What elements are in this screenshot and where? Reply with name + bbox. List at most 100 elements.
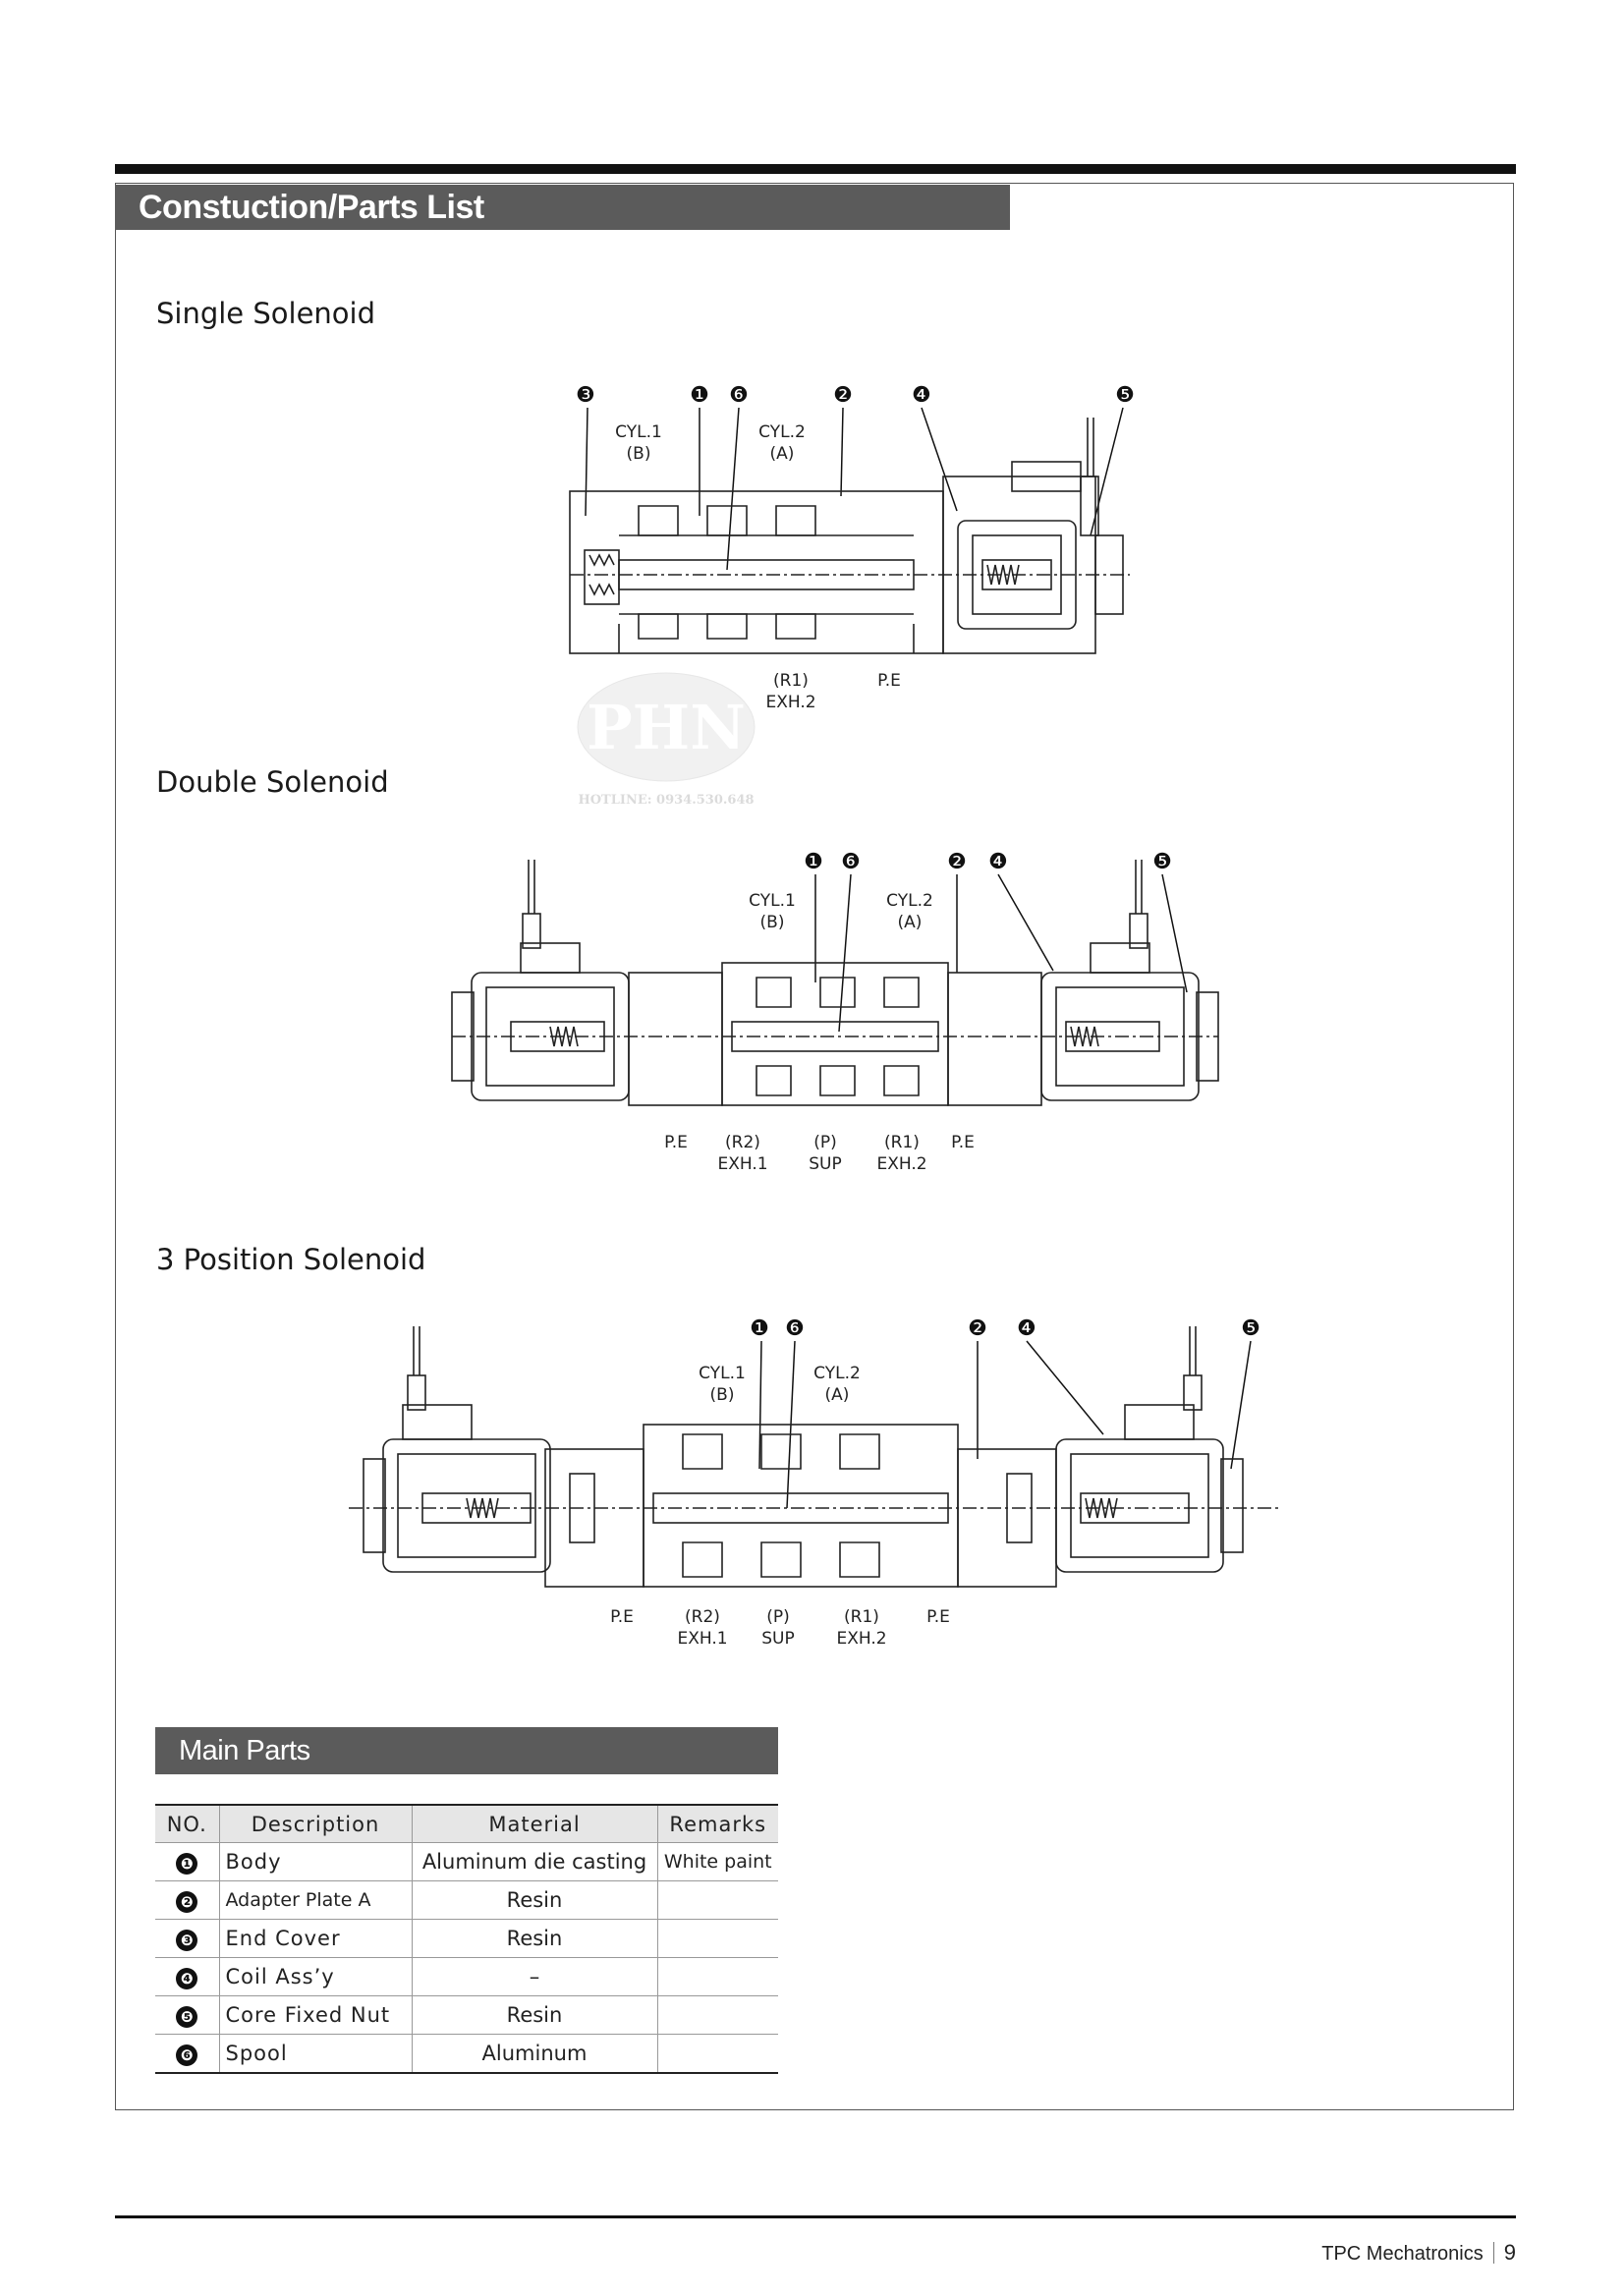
part-description: Spool: [218, 2034, 412, 2074]
svg-text:CYL.2: CYL.2: [813, 1364, 861, 1383]
three-position-solenoid-title: 3 Position Solenoid: [156, 1243, 426, 1276]
single-solenoid-diagram: ❸ ❶ ❻ ❷ ❹ ❺ CYL.1 (B) CYL.2 (A): [550, 378, 1140, 732]
svg-text:CYL.1: CYL.1: [699, 1364, 746, 1383]
main-parts-table: NO. Description Material Remarks ❶ Body …: [155, 1804, 778, 2074]
svg-text:(R1): (R1): [773, 671, 809, 691]
single-callout-1: ❶: [690, 383, 709, 408]
part-remarks: [656, 1957, 778, 1996]
part-material: Resin: [411, 1995, 657, 2035]
svg-text:❻: ❻: [785, 1316, 805, 1341]
col-no: NO.: [155, 1805, 219, 1843]
svg-text:❶: ❶: [690, 383, 709, 408]
table-row: ❺ Core Fixed Nut Resin: [155, 1995, 778, 2035]
part-no: ❹: [155, 1957, 219, 1996]
part-remarks: [656, 1919, 778, 1958]
three-callout-1: ❶: [750, 1316, 769, 1341]
svg-text:SUP: SUP: [809, 1154, 842, 1174]
double-solenoid-title: Double Solenoid: [156, 765, 389, 799]
svg-text:❷: ❷: [947, 850, 967, 874]
part-remarks: [656, 2034, 778, 2074]
svg-text:(R2): (R2): [685, 1607, 720, 1627]
svg-text:❺: ❺: [1241, 1316, 1260, 1341]
table-row: ❶ Body Aluminum die casting White paint: [155, 1842, 778, 1881]
svg-text:(R2): (R2): [725, 1133, 760, 1152]
table-row: ❷ Adapter Plate A Resin: [155, 1880, 778, 1920]
single-callout-6: ❻: [729, 383, 749, 408]
svg-text:(A): (A): [825, 1385, 850, 1405]
svg-text:(A): (A): [770, 444, 795, 464]
svg-text:EXH.1: EXH.1: [717, 1154, 767, 1174]
svg-text:(P): (P): [766, 1607, 790, 1627]
svg-text:P.E: P.E: [877, 671, 901, 691]
part-remarks: White paint: [656, 1842, 778, 1881]
single-callout-4: ❹: [912, 383, 931, 408]
double-callout-2: ❷: [947, 850, 967, 874]
svg-text:❹: ❹: [912, 383, 931, 408]
svg-text:SUP: SUP: [761, 1629, 795, 1649]
svg-text:EXH.2: EXH.2: [765, 693, 815, 712]
svg-text:❸: ❸: [576, 383, 595, 408]
part-description: Adapter Plate A: [218, 1880, 412, 1920]
svg-text:❶: ❶: [750, 1316, 769, 1341]
table-header-row: NO. Description Material Remarks: [155, 1805, 778, 1843]
svg-text:CYL.2: CYL.2: [886, 891, 933, 911]
part-material: –: [411, 1957, 657, 1996]
double-callout-6: ❻: [841, 850, 861, 874]
table-row: ❸ End Cover Resin: [155, 1919, 778, 1958]
svg-text:❹: ❹: [1017, 1316, 1036, 1341]
svg-text:❷: ❷: [968, 1316, 987, 1341]
svg-text:(R1): (R1): [884, 1133, 920, 1152]
col-material: Material: [411, 1805, 657, 1843]
svg-text:(R1): (R1): [844, 1607, 879, 1627]
part-material: Resin: [411, 1919, 657, 1958]
double-callout-1: ❶: [804, 850, 823, 874]
single-callout-2: ❷: [833, 383, 853, 408]
part-no: ❻: [155, 2034, 219, 2074]
svg-text:CYL.1: CYL.1: [749, 891, 796, 911]
three-position-solenoid-diagram: ❶ ❻ ❷ ❹ ❺ CYL.1 (B) CYL.2 (A): [349, 1312, 1282, 1665]
col-description: Description: [218, 1805, 412, 1843]
content-frame: [115, 183, 1514, 2110]
part-no: ❸: [155, 1919, 219, 1958]
part-material: Resin: [411, 1880, 657, 1920]
footer-separator: [1492, 2242, 1494, 2264]
svg-text:(B): (B): [760, 913, 785, 932]
svg-text:HOTLINE: 0934.530.648: HOTLINE: 0934.530.648: [578, 793, 754, 808]
svg-text:CYL.2: CYL.2: [758, 422, 806, 442]
svg-text:P.E: P.E: [664, 1133, 688, 1152]
three-callout-2: ❷: [968, 1316, 987, 1341]
three-callout-4: ❹: [1017, 1316, 1036, 1341]
double-solenoid-diagram: ❶ ❻ ❷ ❹ ❺ CYL.1 (B) CYL.2 (A): [442, 845, 1228, 1199]
svg-text:❻: ❻: [729, 383, 749, 408]
single-callout-3: ❸: [576, 383, 595, 408]
svg-text:P.E: P.E: [610, 1607, 634, 1627]
double-callout-5: ❺: [1152, 850, 1172, 874]
part-material: Aluminum die casting: [411, 1842, 657, 1881]
single-callout-5: ❺: [1115, 383, 1135, 408]
three-callout-6: ❻: [785, 1316, 805, 1341]
part-remarks: [656, 1995, 778, 2035]
svg-text:PHN: PHN: [587, 692, 746, 763]
page-number: 9: [1503, 2240, 1516, 2265]
single-solenoid-title: Single Solenoid: [156, 297, 376, 330]
table-row: ❹ Coil Ass’y –: [155, 1957, 778, 1996]
svg-text:EXH.2: EXH.2: [836, 1629, 886, 1649]
part-no: ❷: [155, 1880, 219, 1920]
svg-text:P.E: P.E: [926, 1607, 950, 1627]
svg-text:(B): (B): [710, 1385, 735, 1405]
part-remarks: [656, 1880, 778, 1920]
double-callout-4: ❹: [988, 850, 1008, 874]
part-no: ❺: [155, 1995, 219, 2035]
svg-text:❻: ❻: [841, 850, 861, 874]
svg-text:EXH.1: EXH.1: [677, 1629, 727, 1649]
part-description: Core Fixed Nut: [218, 1995, 412, 2035]
svg-text:❺: ❺: [1152, 850, 1172, 874]
section-title: Constuction/Parts List: [115, 185, 1010, 230]
three-callout-5: ❺: [1241, 1316, 1260, 1341]
top-rule: [115, 164, 1516, 174]
table-row: ❻ Spool Aluminum: [155, 2034, 778, 2074]
svg-text:P.E: P.E: [951, 1133, 975, 1152]
part-description: Coil Ass’y: [218, 1957, 412, 1996]
part-description: End Cover: [218, 1919, 412, 1958]
